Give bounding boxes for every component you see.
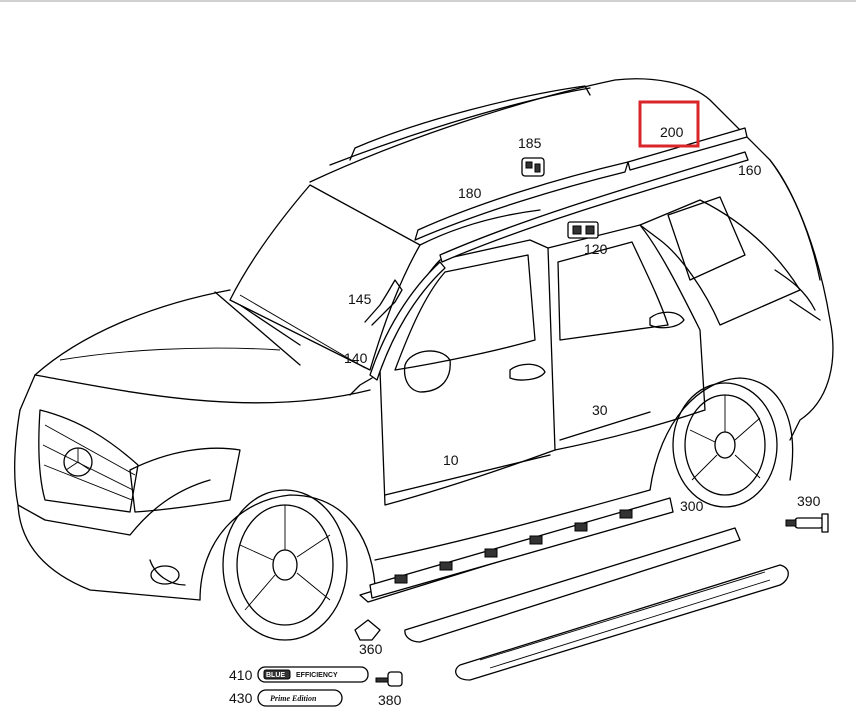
screw-390 bbox=[785, 513, 829, 533]
vehicle-outline bbox=[14, 78, 834, 641]
rivet-380 bbox=[375, 671, 403, 687]
badge-efficiency-text: EFFICIENCY bbox=[296, 672, 338, 679]
callout-30: 30 bbox=[592, 402, 608, 418]
callout-145: 145 bbox=[348, 291, 372, 307]
callout-10: 10 bbox=[443, 452, 459, 468]
callout-120: 120 bbox=[584, 241, 608, 257]
callout-labels: 185 200 180 160 120 145 140 30 10 300 39… bbox=[229, 124, 821, 708]
callout-185: 185 bbox=[518, 135, 542, 151]
cable-140 bbox=[349, 377, 373, 396]
side-step bbox=[404, 527, 741, 643]
clip-185 bbox=[521, 157, 545, 177]
a-pillar-trim bbox=[369, 261, 446, 381]
callout-200: 200 bbox=[660, 124, 684, 140]
badge-blue-text: BLUE bbox=[266, 672, 285, 679]
callout-380: 380 bbox=[378, 692, 402, 708]
roof-rail-rear bbox=[627, 127, 748, 171]
callout-140: 140 bbox=[344, 350, 368, 366]
wiring-145 bbox=[364, 279, 403, 326]
badge-prime-edition: Prime Edition bbox=[257, 689, 343, 707]
running-board-bracket bbox=[359, 497, 674, 603]
roof-trim-strip bbox=[439, 151, 749, 263]
callout-300: 300 bbox=[680, 498, 704, 514]
callout-430: 430 bbox=[229, 690, 253, 706]
top-border bbox=[0, 0, 856, 2]
callout-390: 390 bbox=[797, 493, 821, 509]
callout-180: 180 bbox=[458, 185, 482, 201]
clip-360 bbox=[354, 619, 381, 641]
callout-360: 360 bbox=[359, 641, 383, 657]
badge-prime-edition-text: Prime Edition bbox=[270, 694, 317, 703]
badge-blue-efficiency: BLUE EFFICIENCY bbox=[257, 666, 369, 683]
callout-160: 160 bbox=[738, 162, 762, 178]
callout-410: 410 bbox=[229, 667, 253, 683]
running-board bbox=[455, 564, 789, 681]
bracket-120 bbox=[567, 221, 599, 239]
highlight-box bbox=[638, 100, 700, 148]
